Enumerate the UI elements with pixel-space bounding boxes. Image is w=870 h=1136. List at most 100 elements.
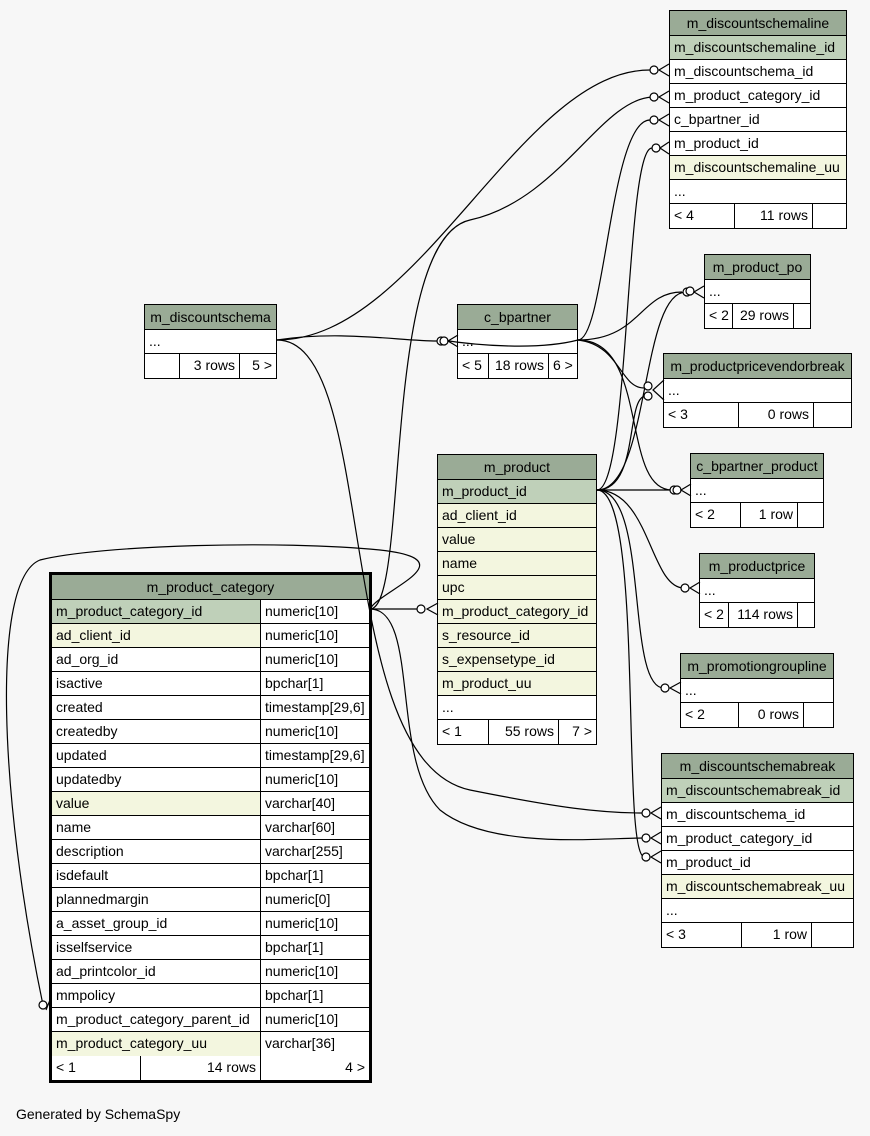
column-type: numeric[10]: [260, 600, 369, 623]
column: m_product_category_id: [442, 603, 589, 619]
column-type: varchar[36]: [260, 1032, 369, 1056]
table-title: m_productprice: [700, 554, 814, 579]
row-count: 0 rows: [738, 403, 813, 427]
parents-link[interactable]: [145, 354, 179, 378]
rel-product-line: [596, 147, 653, 491]
table-m-product-po[interactable]: m_product_po ... < 2 29 rows: [704, 254, 811, 329]
column-name: updated: [56, 747, 107, 763]
children-link[interactable]: 5 >: [239, 354, 276, 378]
column: s_expensetype_id: [442, 651, 555, 667]
children-link[interactable]: [813, 403, 851, 427]
column-type: timestamp[29,6]: [260, 696, 369, 719]
table-m-product-category[interactable]: m_product_category m_product_category_id…: [49, 572, 372, 1083]
column: m_product_category_id: [666, 830, 813, 846]
children-link[interactable]: 6 >: [548, 354, 577, 378]
rel-discountschema-line: [276, 69, 651, 341]
table-m-discountschema[interactable]: m_discountschema ... 3 rows 5 >: [144, 304, 277, 379]
column-type: numeric[10]: [260, 1008, 369, 1031]
children-link[interactable]: [797, 503, 823, 527]
column: upc: [442, 579, 465, 595]
parents-link[interactable]: < 3: [666, 926, 686, 942]
column: m_discountschemabreak_id: [666, 782, 841, 798]
rel-bpartner-po: [577, 291, 683, 341]
parents-link[interactable]: < 2: [709, 307, 729, 323]
column: m_discountschemaline_id: [674, 39, 836, 55]
table-m-product[interactable]: m_product m_product_id ad_client_id valu…: [437, 454, 597, 745]
parents-link[interactable]: < 1: [442, 723, 462, 739]
column-type: numeric[10]: [260, 648, 369, 671]
column: ...: [695, 482, 707, 498]
children-link[interactable]: [793, 304, 810, 328]
parents-link[interactable]: < 2: [685, 706, 705, 722]
parents-link[interactable]: < 5: [462, 357, 482, 373]
column-row: created timestamp[29,6]: [52, 696, 369, 720]
table-c-bpartner-product[interactable]: c_bpartner_product ... < 2 1 row: [690, 453, 824, 528]
column-name: a_asset_group_id: [56, 915, 168, 931]
table-m-discountschemabreak[interactable]: m_discountschemabreak m_discountschemabr…: [661, 753, 854, 948]
row-count: 11 rows: [734, 204, 812, 228]
column: m_discountschema_id: [674, 63, 814, 79]
children-link[interactable]: [812, 204, 846, 228]
row-count: 1 row: [741, 923, 811, 947]
parents-link[interactable]: < 4: [674, 207, 694, 223]
column-type: timestamp[29,6]: [260, 744, 369, 767]
column: ...: [668, 382, 680, 398]
column: m_product_uu: [442, 675, 532, 691]
table-title: m_discountschemabreak: [662, 754, 853, 779]
column-row: isdefault bpchar[1]: [52, 864, 369, 888]
rel-bpartner-pvb: [577, 339, 645, 389]
row-count: 114 rows: [728, 603, 797, 627]
parents-link[interactable]: < 2: [695, 506, 715, 522]
column: ...: [685, 682, 697, 698]
parents-link[interactable]: < 3: [668, 406, 688, 422]
table-c-bpartner[interactable]: c_bpartner ... < 5 18 rows 6 >: [457, 304, 578, 379]
column-name: m_product_category_parent_id: [56, 1011, 250, 1027]
children-link[interactable]: 4 >: [260, 1056, 369, 1080]
table-m-promotiongroupline[interactable]: m_promotiongroupline ... < 2 0 rows: [680, 653, 834, 728]
children-link[interactable]: [811, 923, 853, 947]
column-name: m_product_category_uu: [52, 1032, 260, 1056]
column: ...: [149, 333, 161, 349]
column-name: isdefault: [56, 867, 109, 883]
rel-discountschema-bpartner: [276, 335, 438, 342]
row-count: 55 rows: [488, 720, 558, 744]
row-count: 29 rows: [732, 304, 793, 328]
column-name: created: [56, 699, 103, 715]
table-m-productpricevendorbreak[interactable]: m_productpricevendorbreak ... < 3 0 rows: [663, 353, 852, 428]
column: m_product_category_id: [674, 87, 821, 103]
column-name: value: [52, 792, 260, 815]
column-name: m_product_category_id: [52, 600, 260, 623]
column: m_product_id: [442, 483, 527, 499]
column-type: bpchar[1]: [260, 864, 369, 887]
parents-link[interactable]: < 2: [704, 606, 724, 622]
row-count: 0 rows: [738, 703, 803, 727]
table-m-productprice[interactable]: m_productprice ... < 2 114 rows: [699, 553, 815, 628]
children-link[interactable]: [803, 703, 833, 727]
row-count: 14 rows: [140, 1056, 260, 1080]
parents-link[interactable]: < 1: [56, 1059, 76, 1075]
rel-product-pvb: [596, 395, 647, 491]
row-count: 18 rows: [488, 354, 548, 378]
column-row: updated timestamp[29,6]: [52, 744, 369, 768]
rel-product-price: [596, 489, 685, 589]
column: ...: [442, 699, 454, 715]
rel-product-break: [596, 489, 646, 858]
column: m_product_id: [666, 854, 751, 870]
children-link[interactable]: 7 >: [558, 720, 596, 744]
children-link[interactable]: [797, 603, 814, 627]
column-name: isactive: [56, 675, 103, 691]
table-m-discountschemaline[interactable]: m_discountschemaline m_discountschemalin…: [669, 10, 847, 229]
table-title: m_product: [438, 455, 596, 480]
column-type: varchar[255]: [260, 840, 369, 863]
